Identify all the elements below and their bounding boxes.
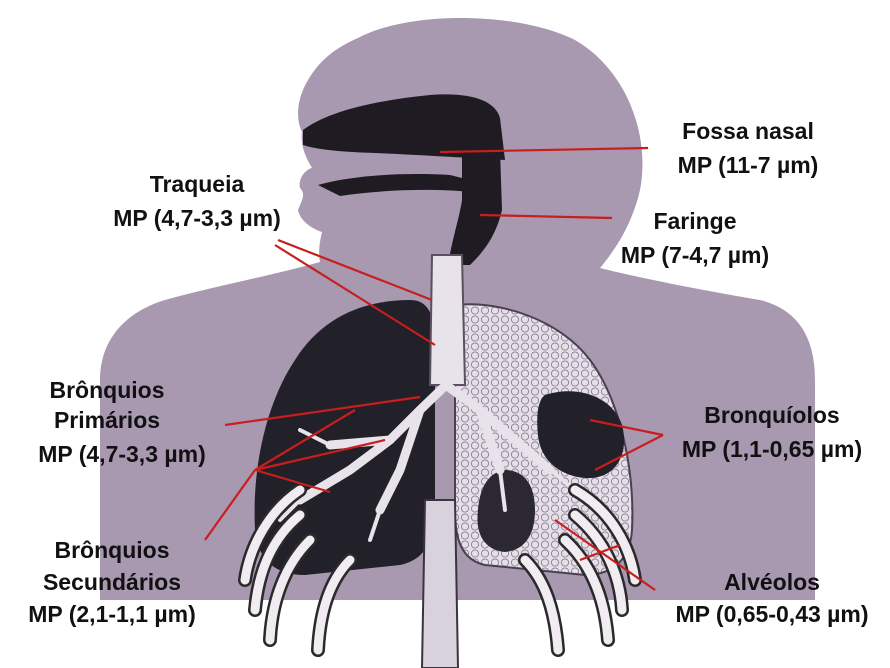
spine — [422, 500, 458, 668]
label-fossa-nasal-name: Fossa nasal — [682, 118, 814, 144]
label-faringe: Faringe MP (7-4,7 µm) — [621, 208, 769, 268]
label-fossa-nasal: Fossa nasal MP (11-7 µm) — [678, 118, 819, 178]
label-alveolos-name: Alvéolos — [724, 569, 820, 595]
label-bronquios-primarios-name-2: Primários — [54, 407, 160, 433]
label-bronquios-primarios-name-1: Brônquios — [50, 377, 165, 403]
label-alveolos-size: MP (0,65-0,43 µm) — [675, 601, 868, 627]
label-traqueia-name: Traqueia — [150, 171, 245, 197]
label-fossa-nasal-size: MP (11-7 µm) — [678, 152, 819, 178]
label-faringe-size: MP (7-4,7 µm) — [621, 242, 769, 268]
trachea — [430, 255, 465, 385]
label-traqueia: Traqueia MP (4,7-3,3 µm) — [113, 171, 281, 231]
label-bronquiolos-name: Bronquíolos — [704, 402, 839, 428]
label-bronquios-secundarios-size: MP (2,1-1,1 µm) — [28, 601, 196, 627]
label-bronquios-secundarios-name-2: Secundários — [43, 569, 181, 595]
label-bronquios-secundarios-name-1: Brônquios — [55, 537, 170, 563]
label-traqueia-size: MP (4,7-3,3 µm) — [113, 205, 281, 231]
label-faringe-name: Faringe — [653, 208, 736, 234]
label-bronquios-primarios-size: MP (4,7-3,3 µm) — [38, 441, 206, 467]
label-bronquiolos-size: MP (1,1-0,65 µm) — [682, 436, 862, 462]
